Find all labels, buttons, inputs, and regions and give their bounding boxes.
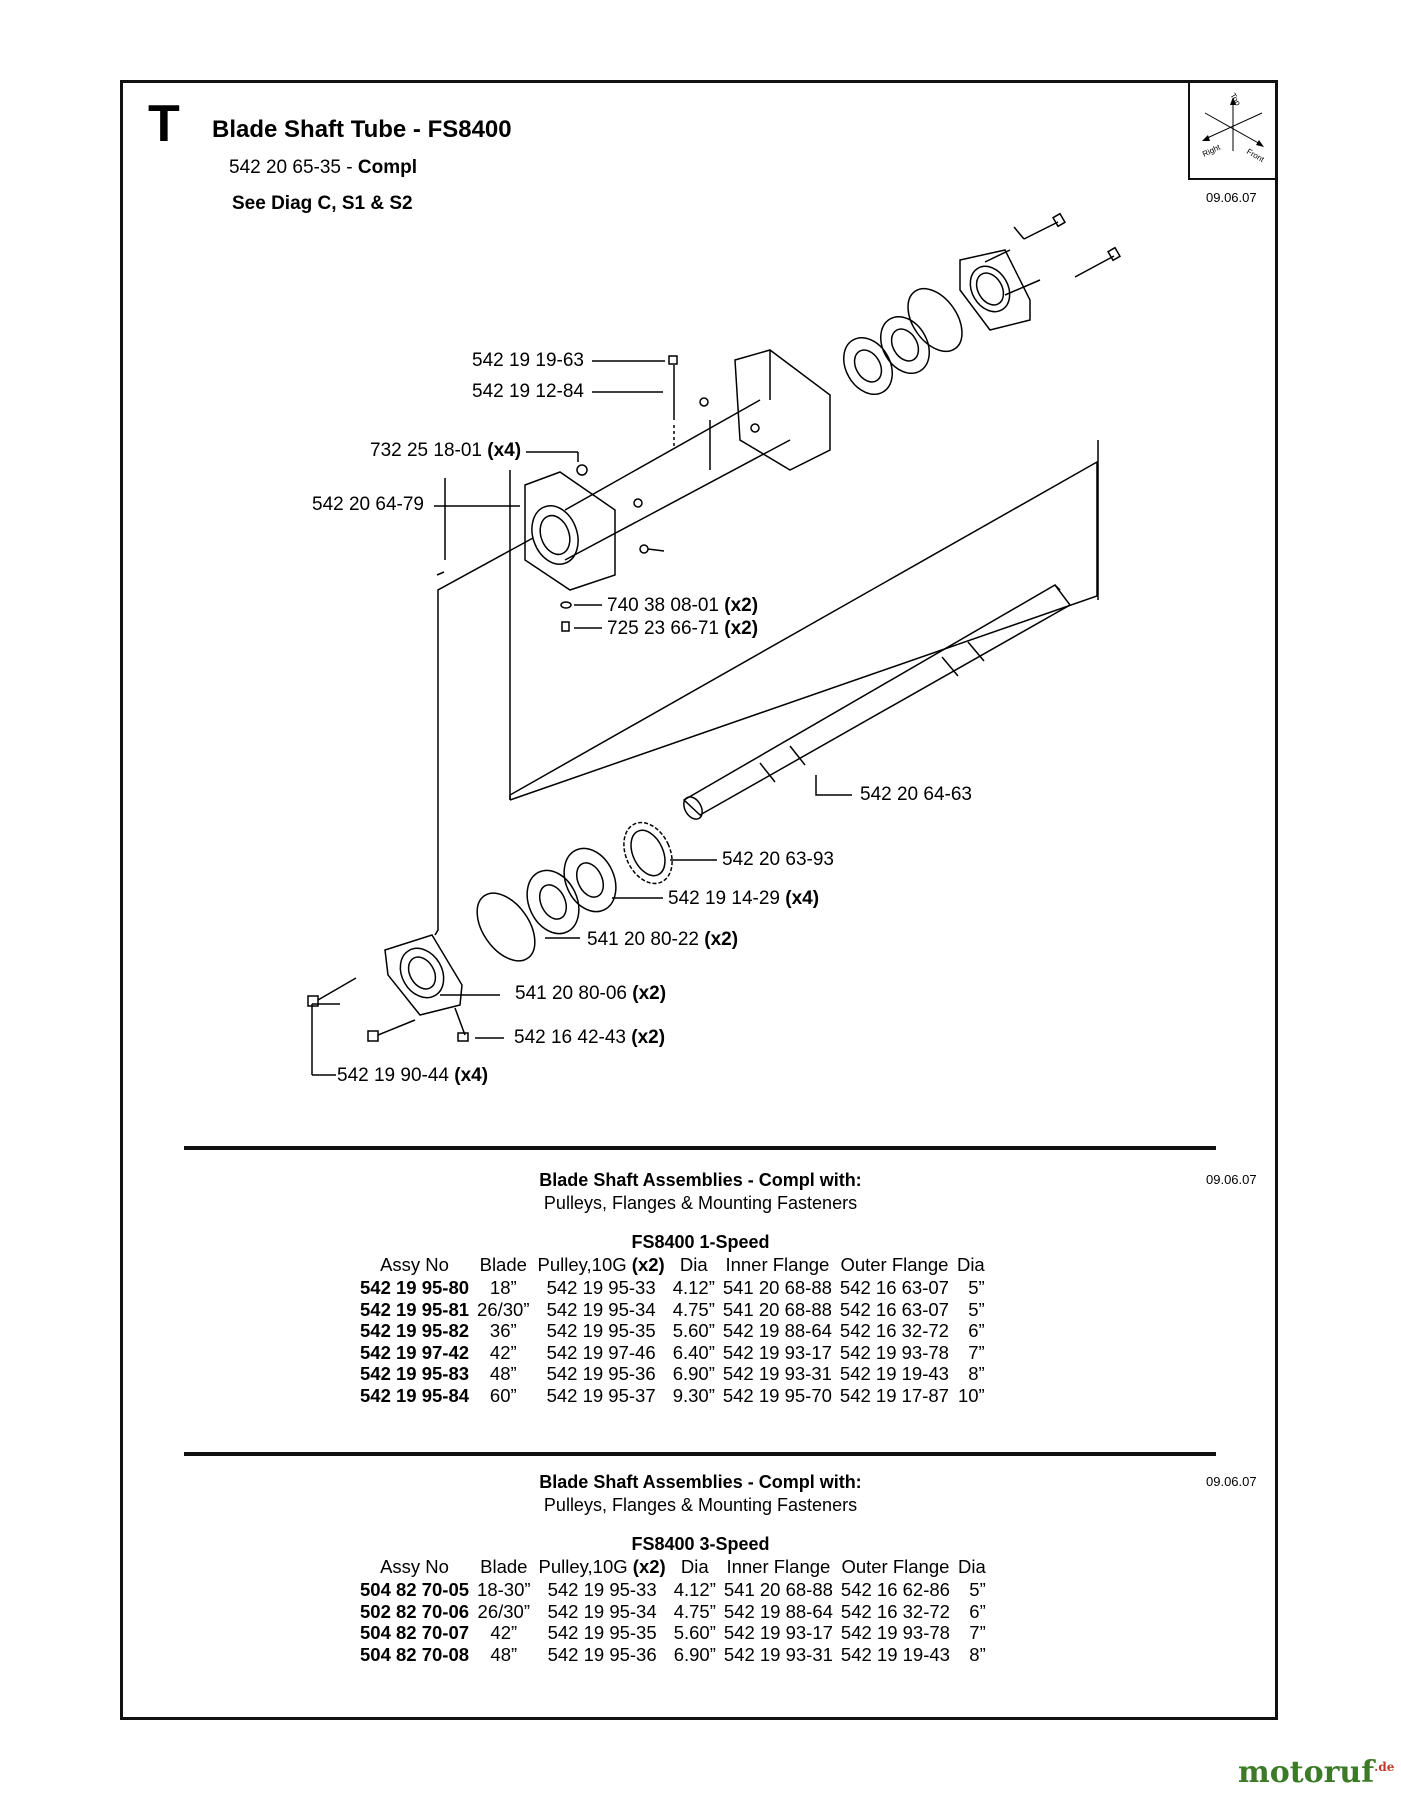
bolt-top-1 [1013, 212, 1066, 240]
housing-front [524, 471, 616, 591]
orientation-compass: Top Right Front [1188, 81, 1275, 180]
table2-model: FS8400 3-Speed [631, 1534, 770, 1554]
section-divider [184, 1452, 1216, 1456]
blade-shaft [682, 584, 1072, 820]
callout-label: 542 20 64-79 [312, 494, 424, 515]
section-title: Blade Shaft Tube - FS8400 [212, 116, 512, 143]
callout-label: 740 38 08-01 (x2) [607, 595, 759, 616]
callout-label: 542 19 19-63 [472, 350, 584, 371]
callout-label: 542 19 90-44 (x4) [337, 1065, 489, 1086]
callout-label: 542 20 63-93 [722, 849, 834, 870]
exploded-diagram [307, 212, 1121, 1076]
see-diagram-note: See Diag C, S1 & S2 [232, 193, 413, 214]
callout-label: 541 20 80-06 (x2) [515, 983, 667, 1004]
grease-fitting [454, 1007, 469, 1042]
bearings-far [843, 316, 930, 395]
callout-label: 542 19 14-29 (x4) [668, 888, 820, 909]
pulley-sprocket [623, 821, 673, 885]
housing-rear [734, 349, 831, 471]
page-frame [120, 80, 1278, 1720]
table2: Assy No Blade Pulley,10G (x2) Dia Inner … [356, 1555, 990, 1665]
table2-heading: Blade Shaft Assemblies - Compl with: [539, 1472, 862, 1492]
bolt-head-small [668, 355, 678, 365]
table1-heading: Blade Shaft Assemblies - Compl with: [539, 1170, 862, 1190]
callout-label: 542 16 42-43 (x2) [514, 1027, 666, 1048]
diagram-date: 09.06.07 [1206, 190, 1257, 205]
flange-far [959, 249, 1031, 331]
assembly-part-suffix: Compl [357, 157, 417, 178]
bolt-top-2 [1074, 246, 1121, 278]
shaft-tube [564, 399, 791, 561]
assembly-part-number: 542 20 65-35 - [229, 157, 358, 178]
brand-logo[interactable]: motoruf.de [1238, 1755, 1395, 1790]
callout-label: 541 20 80-22 (x2) [587, 929, 739, 950]
callout-label: 725 23 66-71 (x2) [607, 618, 759, 639]
bearings-near [526, 847, 617, 935]
o-ring-near [476, 892, 536, 962]
shaft-guide-box [509, 460, 1098, 801]
callout-label: 542 19 12-84 [472, 381, 584, 402]
table1-date: 09.06.07 [1206, 1172, 1257, 1187]
table2-date: 09.06.07 [1206, 1474, 1257, 1489]
bolt-near-2 [367, 1019, 416, 1042]
table1: Assy No Blade Pulley,10G (x2) Dia Inner … [356, 1253, 989, 1406]
callout-label: 542 20 64-63 [860, 784, 972, 805]
section-letter: T [148, 95, 180, 153]
table-header-row: Assy No Blade Pulley,10G (x2) Dia Inner … [380, 1254, 985, 1275]
part-number-line: 542 20 65-35 - Compl [229, 157, 417, 179]
callout-label: 732 25 18-01 (x4) [370, 440, 522, 461]
compass-icon: Top Right Front [1201, 92, 1266, 165]
flange-near [384, 934, 463, 1016]
table1-subheading: Pulleys, Flanges & Mounting Fasteners [543, 1193, 858, 1213]
table-header-row: Assy No Blade Pulley,10G (x2) Dia Inner … [380, 1556, 986, 1577]
bolt-near-1 [307, 977, 357, 1007]
table2-subheading: Pulleys, Flanges & Mounting Fasteners [543, 1495, 858, 1515]
table1-model: FS8400 1-Speed [631, 1232, 770, 1252]
section-divider [184, 1146, 1216, 1150]
o-ring-far [907, 287, 963, 353]
